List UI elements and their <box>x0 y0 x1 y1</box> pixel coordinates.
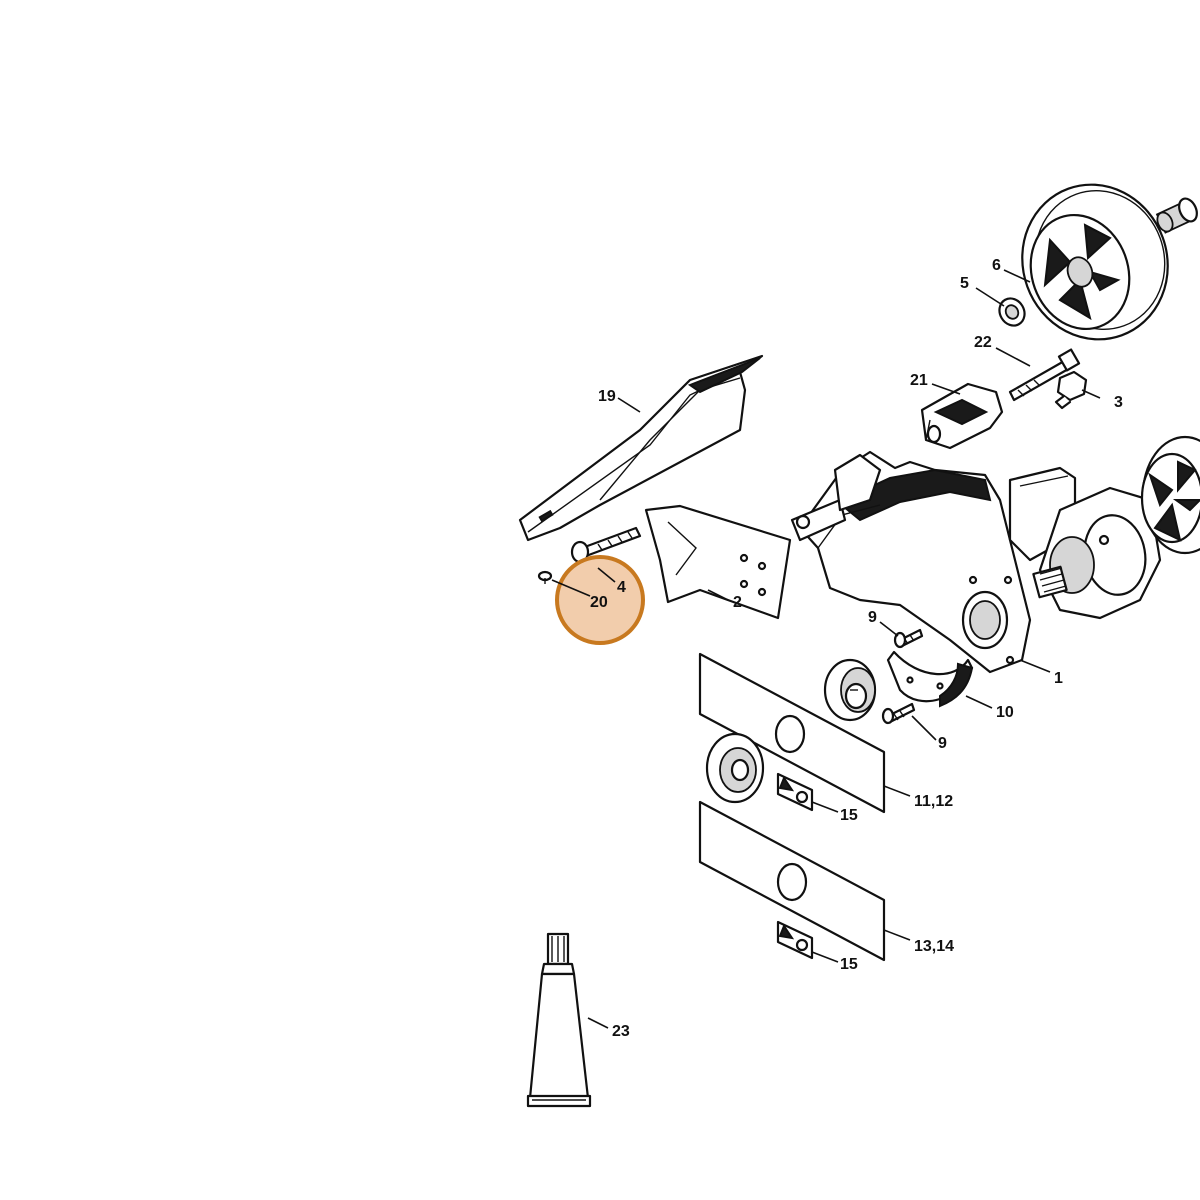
callout-22: 22 <box>974 334 992 351</box>
callout-11-12: 11,12 <box>914 793 953 810</box>
wheel-part-6[interactable] <box>1001 164 1190 360</box>
callout-9-upper: 9 <box>868 609 877 626</box>
callout-1: 1 <box>1054 670 1063 687</box>
screw-part-9-upper[interactable] <box>893 628 924 649</box>
callout-15-lower: 15 <box>840 956 858 973</box>
callout-10: 10 <box>996 704 1014 721</box>
callout-21: 21 <box>910 372 928 389</box>
grease-tube-part-23[interactable] <box>526 932 592 1108</box>
housing-part-1[interactable] <box>790 450 1032 674</box>
screw-part-4[interactable] <box>570 526 642 564</box>
screw-part-9-lower[interactable] <box>881 702 916 725</box>
blade-part-13-14[interactable] <box>698 800 886 962</box>
callout-2: 2 <box>733 594 742 611</box>
guard-part-19[interactable] <box>518 354 764 542</box>
callout-19: 19 <box>598 388 616 405</box>
clamp-part-21[interactable] <box>920 382 1004 450</box>
callout-9-lower: 9 <box>938 735 947 752</box>
screw-part-20[interactable] <box>537 570 553 584</box>
bolt-part-22[interactable] <box>1008 348 1081 402</box>
collar[interactable] <box>823 658 877 722</box>
flange-washer[interactable] <box>705 732 765 804</box>
wheel-right[interactable] <box>1140 435 1200 555</box>
bushing-part-5[interactable] <box>995 294 1030 330</box>
gearbox[interactable] <box>1008 466 1162 620</box>
callout-15-upper: 15 <box>840 807 858 824</box>
leader-lines <box>551 269 1101 1029</box>
highlight-marker <box>555 555 645 645</box>
callout-labels: 1 2 3 4 5 6 9 9 10 11,12 13,14 15 15 19 … <box>590 257 1123 1040</box>
callout-23: 23 <box>612 1023 630 1040</box>
bracket-part-2[interactable] <box>644 504 792 620</box>
hub-bushing[interactable] <box>1154 196 1200 234</box>
callout-13-14: 13,14 <box>914 938 954 955</box>
callout-4: 4 <box>617 579 626 596</box>
half-ring-part-10[interactable] <box>886 650 974 708</box>
warning-label-part-15-upper[interactable] <box>776 772 814 812</box>
blade-part-11-12[interactable] <box>698 652 886 814</box>
hex-screw-part-3[interactable] <box>1054 370 1088 410</box>
callout-3: 3 <box>1114 394 1123 411</box>
callout-5: 5 <box>960 275 969 292</box>
warning-label-part-15-lower[interactable] <box>776 920 814 960</box>
callout-6: 6 <box>992 257 1001 274</box>
callout-20: 20 <box>590 594 608 611</box>
